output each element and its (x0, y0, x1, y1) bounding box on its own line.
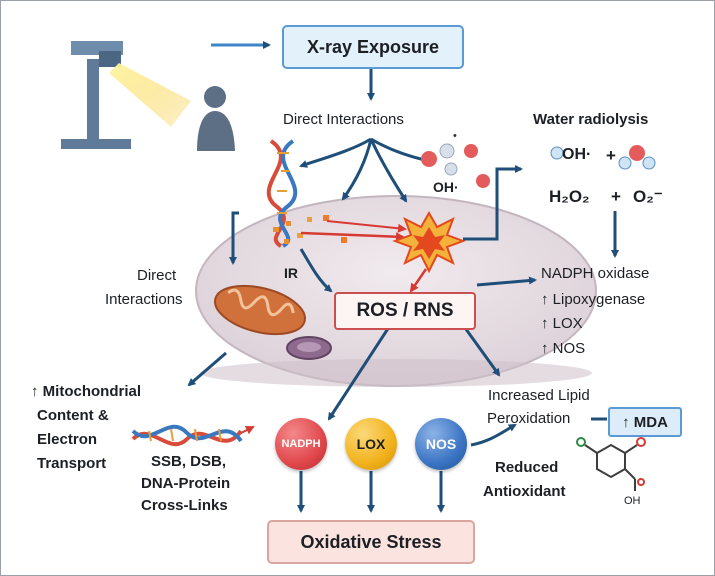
ionization-particles (273, 215, 347, 244)
mitochondrion-icon (214, 284, 306, 336)
nos-enzyme-circle: NOS (415, 418, 467, 470)
mda-label: ↑ MDA (622, 413, 668, 431)
lipoxygenase-label: ↑ Lipoxygenase (541, 291, 646, 308)
svg-text:•: • (453, 130, 457, 142)
direct-interactions-left-line1: Direct (137, 267, 177, 284)
dna-damage-line1: SSB, DSB, (151, 453, 227, 470)
dna-damage-line3: Cross-Links (141, 497, 228, 514)
lox-label: ↑ LOX (541, 315, 583, 332)
person-silhouette-icon (197, 86, 235, 151)
direct-interactions-left-line2: Interactions (105, 291, 183, 308)
oxidative-stress-box: Oxidative Stress (267, 520, 475, 564)
o2-minus-label: O₂⁻ (633, 187, 663, 206)
h2o2-label: H₂O₂ (549, 187, 590, 206)
dna-helix-icon (266, 139, 298, 248)
xray-exposure-label: X-ray Exposure (306, 36, 440, 57)
oh-molecule-label: OH· (433, 179, 459, 195)
ros-rns-label: ROS / RNS (356, 300, 454, 321)
plus-sign-2: + (611, 187, 621, 206)
oxidative-stress-label: Oxidative Stress (300, 531, 442, 552)
nadph-oxidase-label: NADPH oxidase (541, 265, 650, 282)
lipid-peroxidation-line2: Peroxidation (487, 410, 571, 427)
dna-helix-icon (131, 424, 243, 447)
nadph-enzyme-circle: NADPH (275, 418, 327, 470)
reduced-antioxidant-line1: Reduced (495, 459, 559, 476)
nos-enzyme-label: NOS (425, 436, 457, 452)
mitochondrial-line2: Content & (37, 407, 109, 424)
xray-beam (109, 63, 191, 127)
oh-group-label: OH (624, 495, 641, 507)
mda-box: ↑ MDA (608, 407, 682, 437)
ir-label: IR (284, 265, 298, 281)
reduced-antioxidant-line2: Antioxidant (483, 483, 566, 500)
water-molecule-icon: • (421, 130, 490, 188)
antioxidant-molecule-icon (576, 437, 646, 491)
lox-enzyme-circle: LOX (345, 418, 397, 470)
oh-radical-label: OH· (562, 146, 592, 163)
lox-enzyme-label: LOX (356, 436, 386, 452)
nadph-enzyme-label: NADPH (281, 438, 321, 450)
ros-rns-box: ROS / RNS (334, 292, 476, 330)
nos-label: ↑ NOS (541, 340, 586, 357)
lipid-peroxidation-line1: Increased Lipid (488, 387, 590, 404)
xray-exposure-box: X-ray Exposure (282, 25, 464, 69)
xray-machine-icon (61, 41, 131, 149)
mitochondrial-line4: Transport (37, 455, 107, 472)
water-radiolysis-label: Water radiolysis (533, 111, 649, 128)
dna-damage-line2: DNA-Protein (141, 475, 231, 492)
explosion-icon (392, 210, 466, 274)
plus-sign-1: + (606, 146, 616, 165)
direct-interactions-top-label: Direct Interactions (283, 111, 404, 128)
mitochondrial-line3: Electron (37, 431, 98, 448)
water-molecule-icon (550, 145, 656, 170)
mitochondrial-line1: ↑ Mitochondrial (31, 383, 141, 400)
